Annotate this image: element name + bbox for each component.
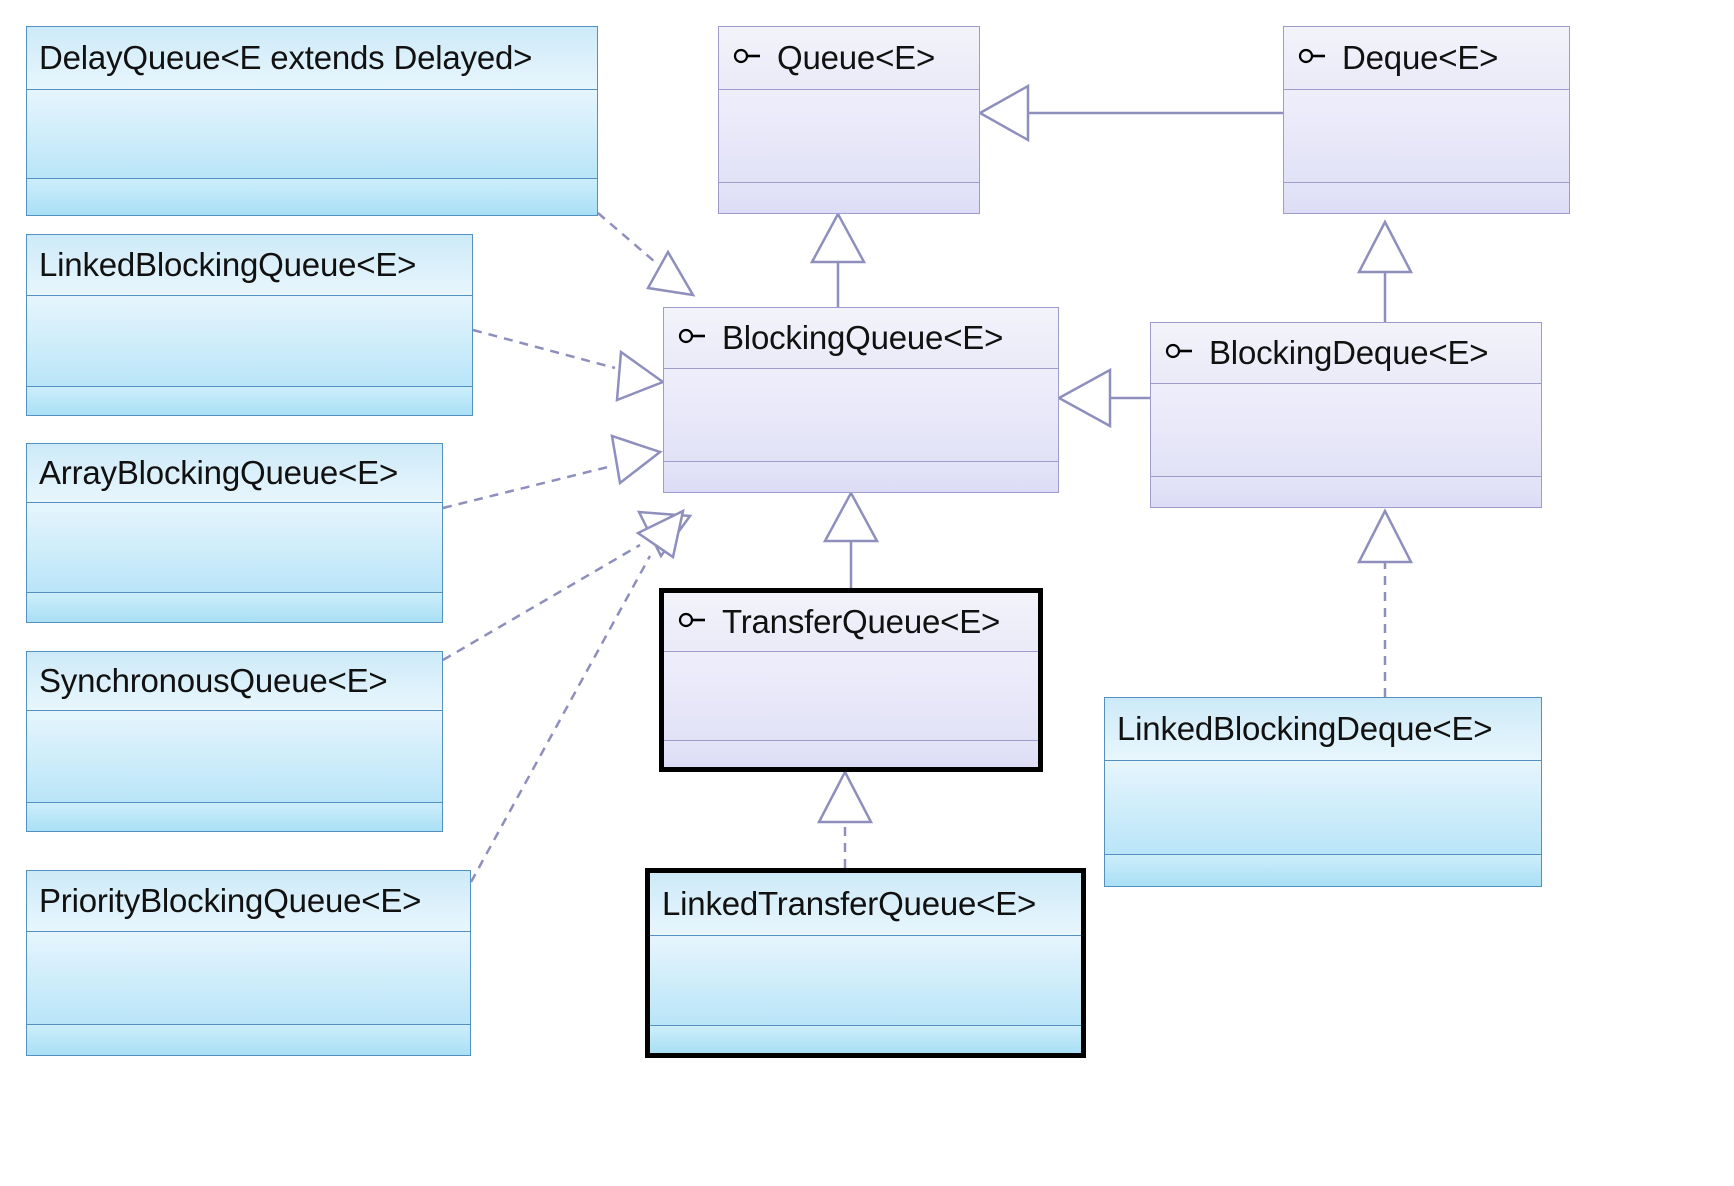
edge-delayqueue-to-blockingqueue	[597, 212, 696, 297]
class-title-linkedtransferqueue: LinkedTransferQueue<E>	[650, 873, 1081, 935]
operations-compartment	[650, 1025, 1081, 1053]
interface-name-label: BlockingQueue<E>	[722, 319, 1004, 356]
edge-priorityblockingqueue-to-blockingqueue	[469, 508, 685, 883]
class-title-priorityblockingqueue: PriorityBlockingQueue<E>	[27, 871, 470, 931]
class-box-linkedtransferqueue[interactable]: LinkedTransferQueue<E>	[645, 868, 1086, 1058]
attributes-compartment	[664, 651, 1038, 740]
class-title-linkedblockingdeque: LinkedBlockingDeque<E>	[1105, 698, 1541, 760]
attributes-compartment	[1105, 760, 1541, 854]
class-name-label: LinkedBlockingDeque<E>	[1117, 710, 1493, 747]
operations-compartment	[719, 182, 979, 213]
interface-title-deque: Deque<E>	[1284, 27, 1569, 89]
interface-name-label: BlockingDeque<E>	[1209, 334, 1489, 371]
attributes-compartment	[1151, 383, 1541, 476]
edge-deque-to-queue	[977, 83, 1283, 143]
class-name-label: LinkedTransferQueue<E>	[662, 885, 1037, 922]
operations-compartment	[27, 178, 597, 215]
operations-compartment	[1105, 854, 1541, 886]
edge-linkedblockingqueue-to-blockingqueue	[472, 328, 666, 402]
class-title-delayqueue: DelayQueue<E extends Delayed>	[27, 27, 597, 89]
interface-box-queue[interactable]: Queue<E>	[718, 26, 980, 214]
attributes-compartment	[27, 89, 597, 178]
interface-lollipop-icon	[678, 610, 708, 635]
operations-compartment	[27, 386, 472, 415]
edge-blockingdeque-to-deque	[1356, 219, 1414, 322]
interface-lollipop-icon	[733, 46, 763, 71]
class-name-label: SynchronousQueue<E>	[39, 662, 388, 699]
class-name-label: PriorityBlockingQueue<E>	[39, 882, 422, 919]
operations-compartment	[1284, 182, 1569, 213]
class-box-synchronousqueue[interactable]: SynchronousQueue<E>	[26, 651, 443, 832]
operations-compartment	[1151, 476, 1541, 507]
interface-box-transferqueue[interactable]: TransferQueue<E>	[659, 588, 1043, 772]
class-box-priorityblockingqueue[interactable]: PriorityBlockingQueue<E>	[26, 870, 471, 1056]
operations-compartment	[664, 461, 1058, 492]
attributes-compartment	[650, 935, 1081, 1025]
attributes-compartment	[27, 710, 442, 802]
class-title-arrayblockingqueue: ArrayBlockingQueue<E>	[27, 444, 442, 502]
interface-lollipop-icon	[678, 326, 708, 351]
interface-name-label: Deque<E>	[1342, 39, 1499, 76]
interface-title-transferqueue: TransferQueue<E>	[664, 593, 1038, 651]
interface-box-blockingdeque[interactable]: BlockingDeque<E>	[1150, 322, 1542, 508]
operations-compartment	[27, 1024, 470, 1055]
edge-synchronousqueue-to-blockingqueue	[442, 510, 693, 662]
class-box-linkedblockingqueue[interactable]: LinkedBlockingQueue<E>	[26, 234, 473, 416]
interface-title-blockingdeque: BlockingDeque<E>	[1151, 323, 1541, 383]
edge-transferqueue-to-blockingqueue	[822, 490, 880, 588]
class-title-synchronousqueue: SynchronousQueue<E>	[27, 652, 442, 710]
class-title-linkedblockingqueue: LinkedBlockingQueue<E>	[27, 235, 472, 295]
class-name-label: ArrayBlockingQueue<E>	[39, 454, 399, 491]
class-name-label: DelayQueue<E extends Delayed>	[39, 39, 533, 76]
operations-compartment	[27, 801, 442, 831]
class-name-label: LinkedBlockingQueue<E>	[39, 246, 417, 283]
attributes-compartment	[27, 931, 470, 1024]
edge-blockingqueue-to-queue	[809, 211, 867, 307]
operations-compartment	[664, 740, 1038, 767]
attributes-compartment	[719, 89, 979, 182]
interface-box-deque[interactable]: Deque<E>	[1283, 26, 1570, 214]
class-box-delayqueue[interactable]: DelayQueue<E extends Delayed>	[26, 26, 598, 216]
attributes-compartment	[1284, 89, 1569, 182]
edge-linkedtransferqueue-to-transferqueue	[816, 769, 874, 868]
interface-name-label: TransferQueue<E>	[722, 603, 1001, 640]
interface-lollipop-icon	[1165, 341, 1195, 366]
edge-linkedblockingdeque-to-blockingdeque	[1356, 508, 1414, 697]
class-box-arrayblockingqueue[interactable]: ArrayBlockingQueue<E>	[26, 443, 443, 623]
edge-arrayblockingqueue-to-blockingqueue	[442, 434, 663, 510]
interface-title-blockingqueue: BlockingQueue<E>	[664, 308, 1058, 368]
interface-box-blockingqueue[interactable]: BlockingQueue<E>	[663, 307, 1059, 493]
attributes-compartment	[664, 368, 1058, 461]
interface-lollipop-icon	[1298, 46, 1328, 71]
attributes-compartment	[27, 295, 472, 386]
attributes-compartment	[27, 502, 442, 592]
operations-compartment	[27, 592, 442, 622]
interface-title-queue: Queue<E>	[719, 27, 979, 89]
edge-blockingdeque-to-blockingqueue	[1056, 367, 1150, 429]
class-box-linkedblockingdeque[interactable]: LinkedBlockingDeque<E>	[1104, 697, 1542, 887]
interface-name-label: Queue<E>	[777, 39, 936, 76]
